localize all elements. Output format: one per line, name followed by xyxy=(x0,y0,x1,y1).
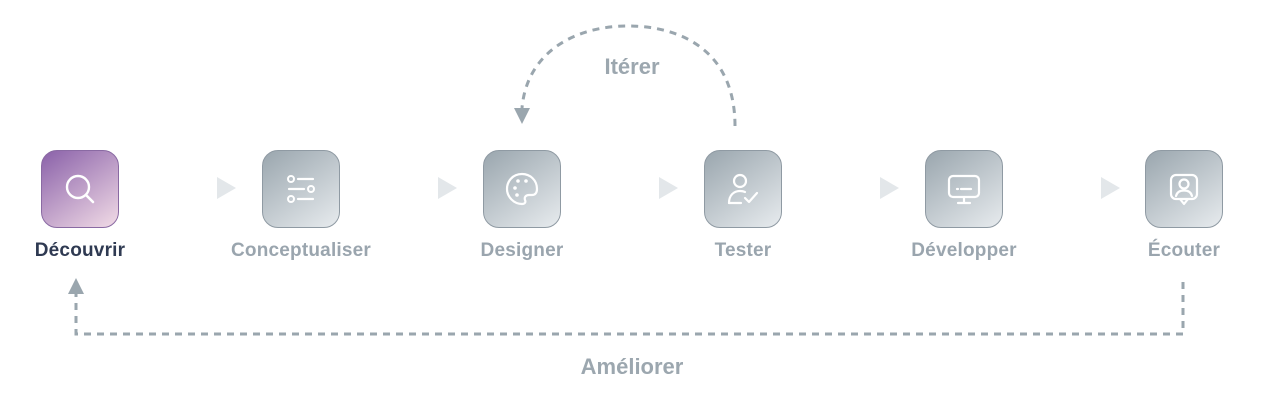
step-tile[interactable] xyxy=(925,150,1003,228)
monitor-icon xyxy=(947,174,981,205)
search-icon xyxy=(65,174,95,204)
iterate-loop-arrow xyxy=(514,24,737,127)
user-feedback-icon xyxy=(1169,173,1199,206)
step-tile[interactable] xyxy=(41,150,119,228)
arrow-3 xyxy=(582,177,678,199)
step-tile[interactable] xyxy=(483,150,561,228)
step-label: Écouter xyxy=(1147,240,1221,261)
step-test[interactable]: Tester xyxy=(663,150,823,262)
step-tile[interactable] xyxy=(704,150,782,228)
palette-icon xyxy=(505,172,539,206)
step-label: Conceptualiser xyxy=(230,240,372,261)
step-conceptualize[interactable]: Conceptualiser xyxy=(221,150,381,262)
step-discover[interactable]: Découvrir xyxy=(0,150,160,262)
iterate-label: Itérer xyxy=(604,54,660,79)
step-label: Tester xyxy=(714,240,772,261)
arrow-4 xyxy=(803,177,899,199)
step-design[interactable]: Designer xyxy=(442,150,602,262)
step-label: Découvrir xyxy=(34,240,126,261)
step-develop[interactable]: Développer xyxy=(884,150,1044,262)
arrow-5 xyxy=(1024,177,1120,199)
step-label: Designer xyxy=(480,240,564,261)
step-label: Développer xyxy=(911,240,1017,261)
arrow-1 xyxy=(140,177,236,199)
step-listen[interactable]: Écouter xyxy=(1104,150,1264,262)
improve-label: Améliorer xyxy=(580,354,684,379)
arrow-2 xyxy=(361,177,457,199)
user-check-icon xyxy=(727,173,759,205)
sliders-icon xyxy=(287,175,315,203)
step-tile[interactable] xyxy=(1145,150,1223,228)
improve-loop-arrow xyxy=(68,278,1185,336)
step-tile[interactable] xyxy=(262,150,340,228)
